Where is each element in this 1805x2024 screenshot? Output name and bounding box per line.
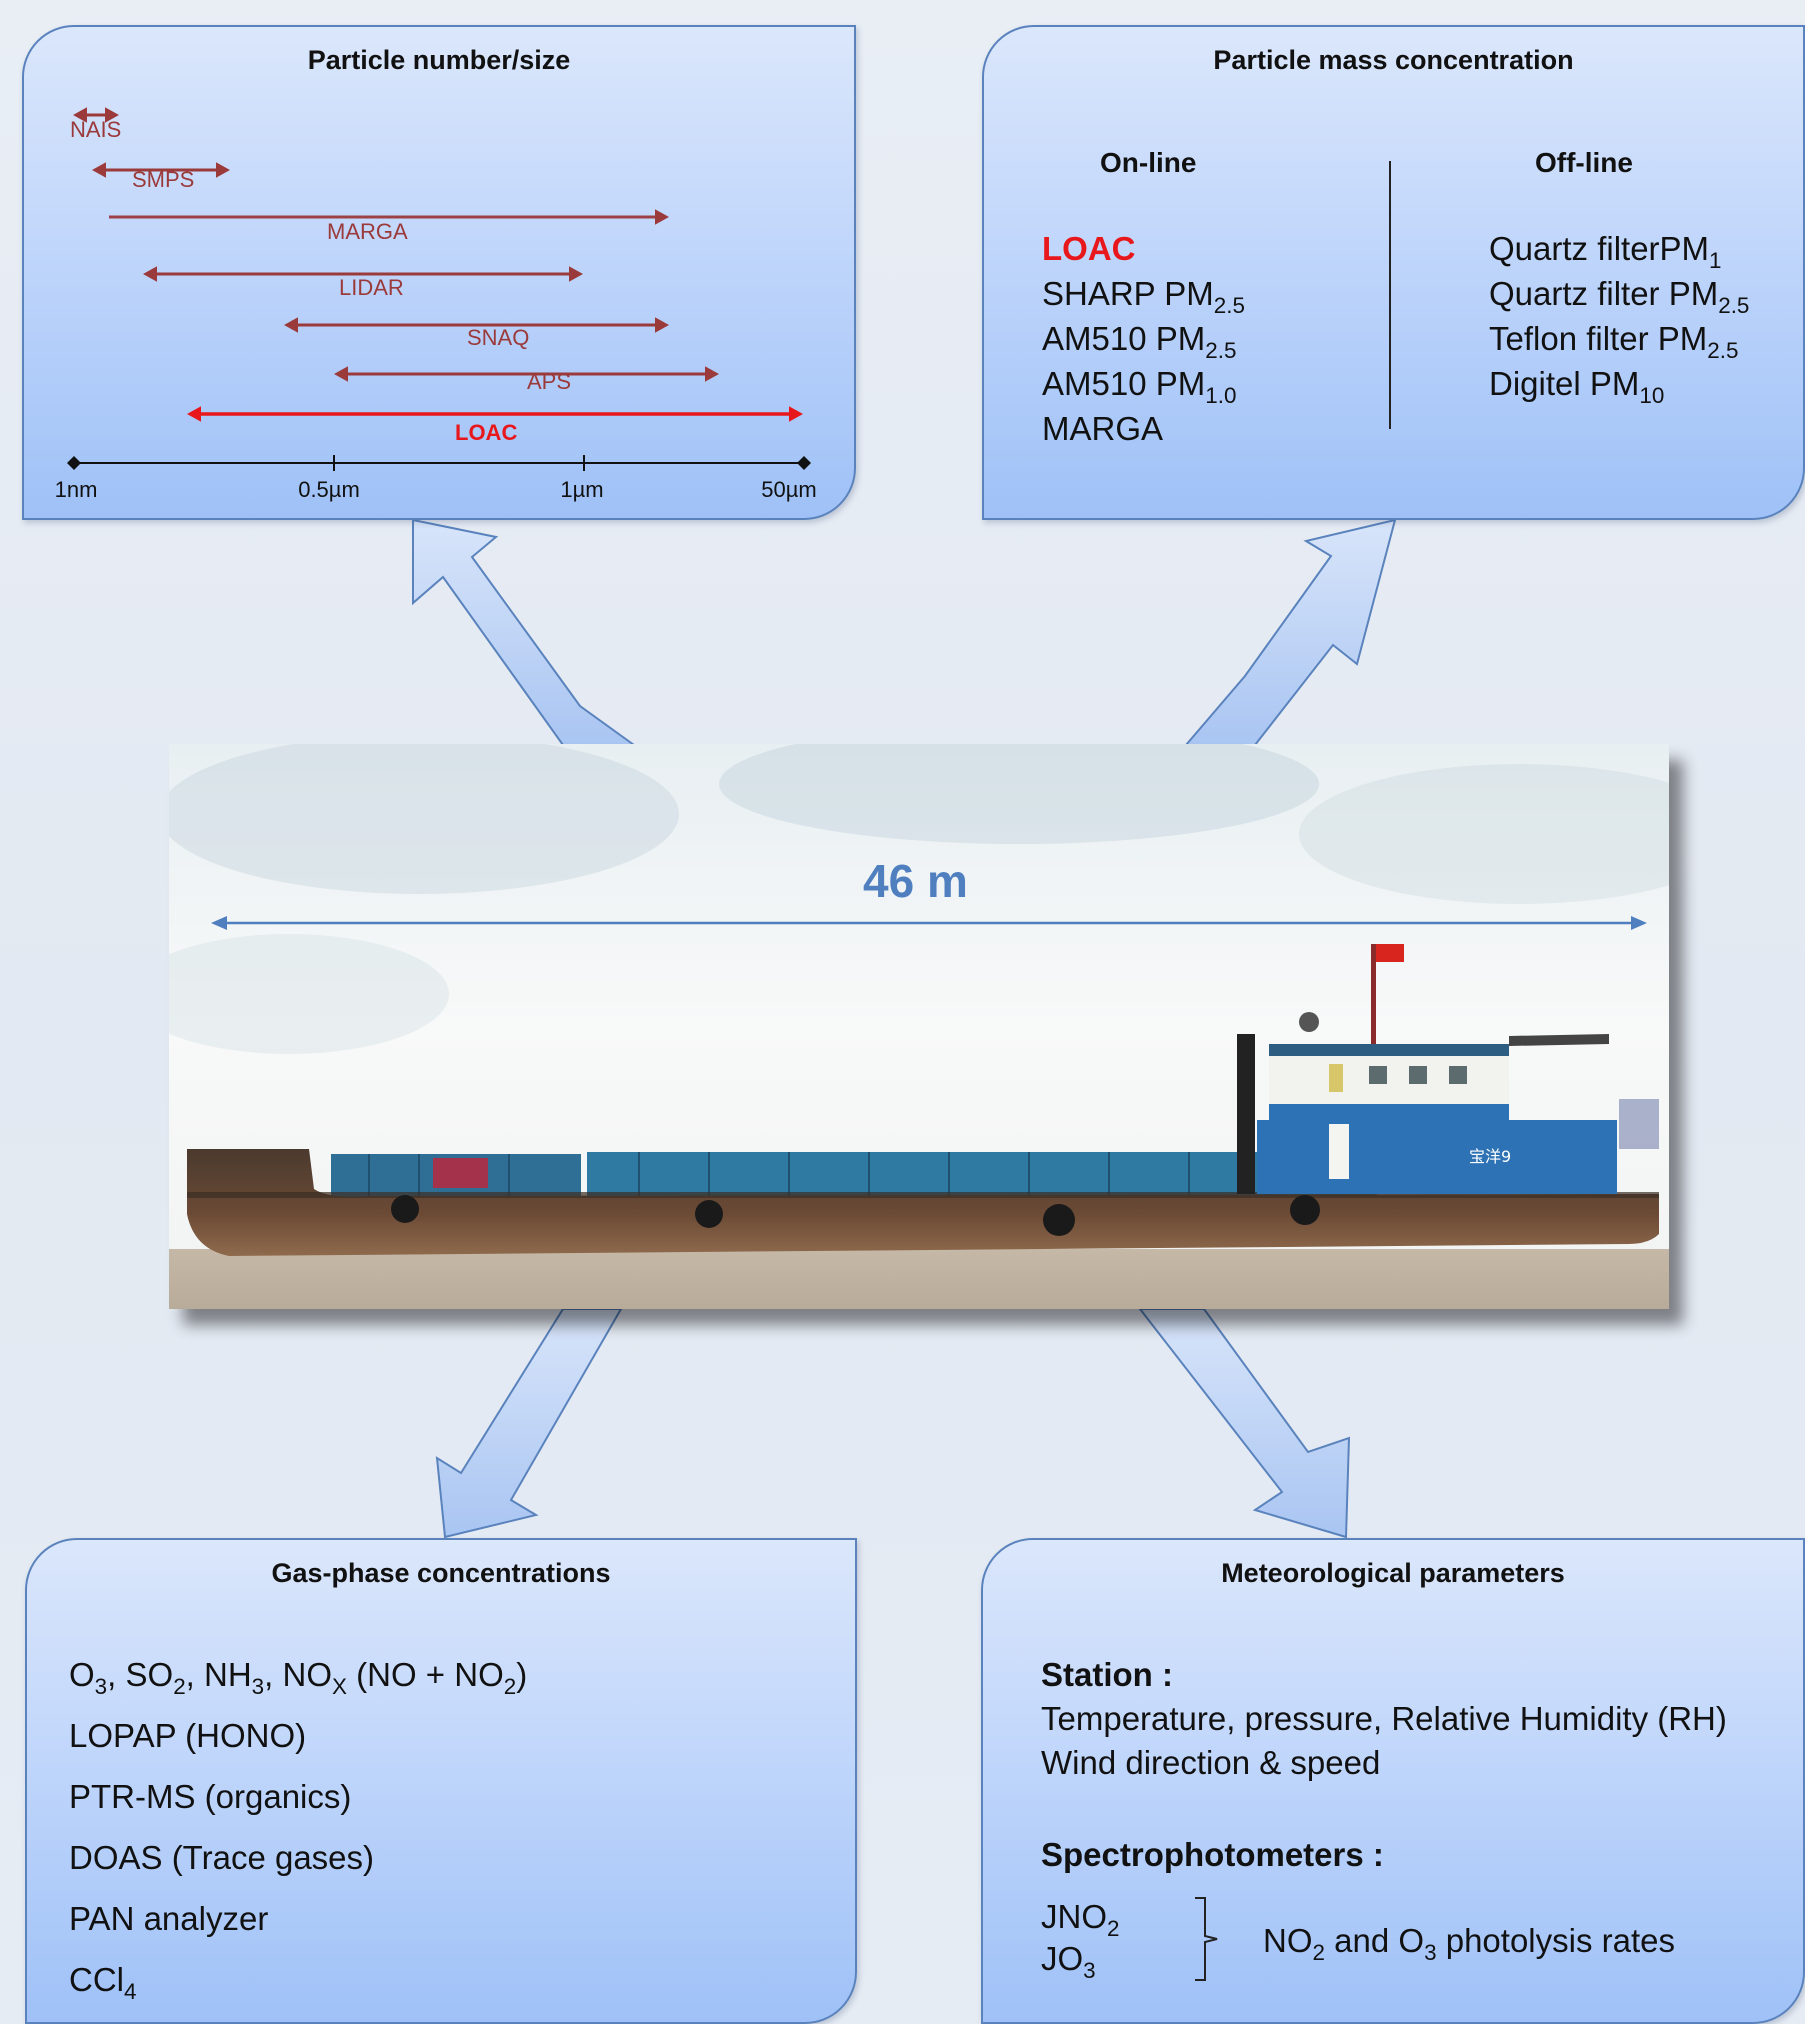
range-arrowhead-right [789,406,803,422]
range-label: MARGA [327,219,408,244]
spectro-label: Spectrophotometers : [1041,1836,1384,1873]
arrow-to-meteo-panel [1137,1308,1351,1539]
range-label: APS [527,369,571,394]
online-instrument: SHARP PM2.5 [1042,275,1245,318]
offline-instrument: Quartz filter PM2.5 [1489,275,1750,318]
station-item: Temperature, pressure, Relative Humidity… [1041,1700,1727,1737]
range-arrowhead-left [143,266,157,282]
axis-tick-label: 50µm [761,477,816,502]
online-instrument: AM510 PM1.0 [1042,365,1237,408]
gas-item: LOPAP (HONO) [69,1717,307,1754]
ship-photo: 宝洋9 46 m [169,744,1669,1309]
range-arrowhead-left [73,107,87,123]
axis-tick-label: 0.5µm [298,477,360,502]
online-header: On-line [1100,147,1197,178]
gas-item: O3, SO2, NH3, NOX (NO + NO2) [69,1656,528,1699]
range-arrowhead-left [92,162,106,178]
spectro-item: JO3 [1041,1940,1096,1983]
size-range-chart: NAIS SMPS MARGA LIDAR SNAQ APS LOAC 1nm 0.5µm 1µm… [55,107,817,502]
gas-item: PTR-MS (organics) [69,1778,352,1815]
spectro-note: NO2 and O3 photolysis rates [1263,1922,1675,1965]
range-arrowhead-right [655,317,669,333]
meteo-panel: Meteorological parameters Station : Temp… [981,1538,1805,2024]
range-label: NAIS [70,117,121,142]
particle-size-panel: Particle number/size NAIS SMPS MARGA LIDAR S… [22,25,856,520]
dimension-arrowhead-left [211,916,227,930]
range-arrowhead-right [216,162,230,178]
axis-end-marker [67,456,81,470]
axis-end-marker [797,456,811,470]
dimension-arrowhead-right [1631,916,1647,930]
range-label: LIDAR [339,275,404,300]
panel-title: Meteorological parameters [1221,1558,1565,1588]
range-arrowhead-left [334,366,348,382]
arrow-to-size-panel [412,518,638,746]
range-aps: APS [334,366,719,394]
panel-title: Particle mass concentration [1213,45,1574,75]
online-instrument: LOAC [1042,230,1136,267]
gas-item: PAN analyzer [69,1900,269,1937]
ship-marking: 宝洋9 [1469,1147,1511,1166]
range-arrowhead-right [655,209,669,225]
range-label: SMPS [132,167,194,192]
spectro-item: JNO2 [1041,1898,1120,1941]
ship-illustration: 宝洋9 [169,744,1669,1309]
range-nais: NAIS [70,107,121,142]
ship-length-label: 46 m [863,855,968,907]
station-item: Wind direction & speed [1041,1744,1381,1781]
panel-title: Gas-phase concentrations [271,1558,611,1588]
offline-instrument: Digitel PM10 [1489,365,1665,408]
panel-title: Particle number/size [307,45,571,75]
offline-instrument: Teflon filter PM2.5 [1489,320,1739,363]
range-arrowhead-right [569,266,583,282]
range-label: LOAC [455,420,517,445]
arrow-to-gas-panel [435,1308,623,1539]
range-arrowhead-right [105,107,119,123]
gas-item: DOAS (Trace gases) [69,1839,375,1876]
offline-instrument: Quartz filterPM1 [1489,230,1722,273]
axis-tick-label: 1nm [55,477,98,502]
offline-header: Off-line [1535,147,1633,178]
range-arrowhead-right [705,366,719,382]
gas-phase-panel: Gas-phase concentrations O3, SO2, NH3, N… [25,1538,857,2024]
range-arrowhead-left [187,406,201,422]
station-label: Station : [1041,1656,1173,1693]
arrow-to-mass-panel [1183,518,1397,746]
range-lidar: LIDAR [143,266,583,300]
range-loac: LOAC [187,406,803,445]
range-marga: MARGA [109,209,669,244]
online-instrument: MARGA [1042,410,1164,447]
range-arrowhead-left [284,317,298,333]
particle-mass-panel: Particle mass concentration On-line Off-… [982,25,1805,520]
brace-icon [1195,1897,1218,1981]
range-snaq: SNAQ [284,317,669,350]
range-label: SNAQ [467,325,529,350]
online-instrument: AM510 PM2.5 [1042,320,1237,363]
range-smps: SMPS [92,162,230,192]
axis-tick-label: 1µm [560,477,603,502]
gas-item: CCl4 [69,1961,137,2004]
column-divider [1389,161,1391,429]
